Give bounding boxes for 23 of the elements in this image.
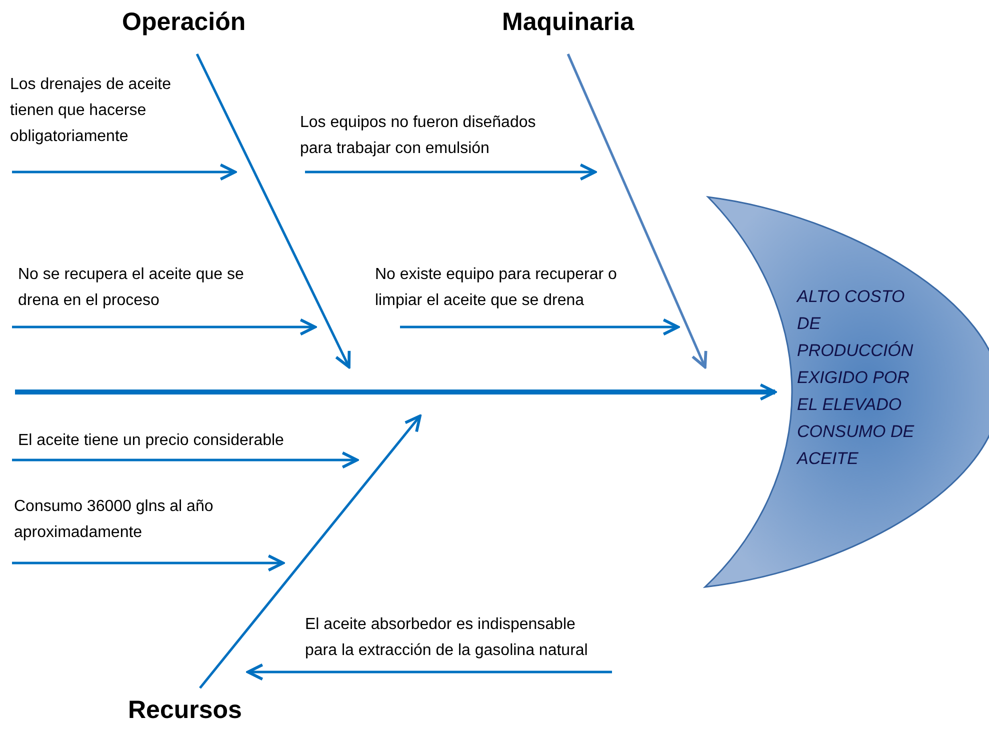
cause-text: Los equipos no fueron diseñados para trabajar con emulsión (300, 110, 550, 162)
bone-arrow (566, 54, 708, 368)
category-label: Recursos (128, 696, 242, 725)
cause-text: No se recupera el aceite que se drena en el proceso (18, 262, 280, 314)
cause-text: No existe equipo para recuperar o limpiar el aceite que se drena (375, 262, 640, 314)
cause-text: Los drenajes de aceite tienen que hacerse obligatoriamente (10, 72, 200, 150)
spine-arrow (15, 383, 776, 401)
cause-arrow (305, 163, 596, 181)
cause-arrow (12, 318, 316, 336)
cause-text: El aceite absorbedor es indispensable para la extracción de la gasolina natural (305, 612, 605, 664)
effect-text: ALTO COSTO DE PRODUCCIÓN EXIGIDO POR EL ELEVADO CONSUMO DE ACEITE (797, 286, 916, 470)
cause-arrow (12, 451, 358, 469)
category-label: Operación (122, 8, 246, 37)
bone-arrow (199, 414, 422, 689)
category-label: Maquinaria (502, 8, 634, 37)
cause-arrow (400, 318, 680, 336)
bone-arrow (196, 53, 351, 368)
cause-arrow (246, 663, 612, 681)
cause-text: Consumo 36000 glns al año aproximadamente (14, 494, 254, 546)
cause-arrow (12, 554, 284, 572)
fish-head (700, 195, 989, 590)
cause-text: El aceite tiene un precio considerable (18, 428, 348, 454)
cause-arrow (12, 163, 236, 181)
